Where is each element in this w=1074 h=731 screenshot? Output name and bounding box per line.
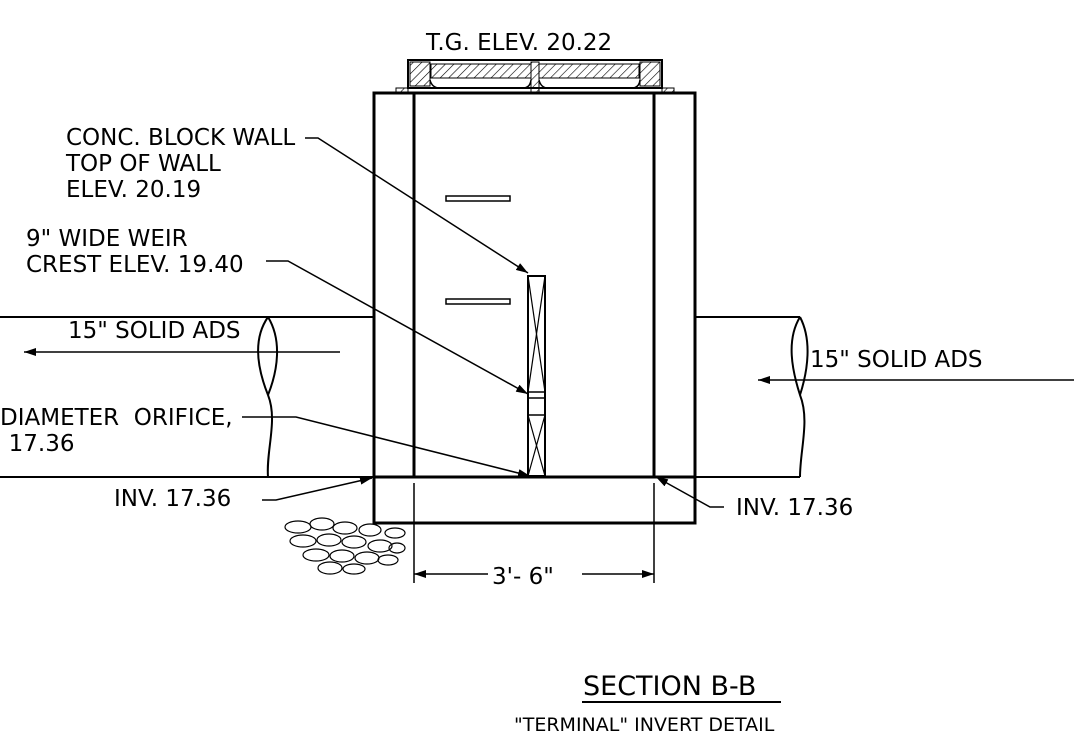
grate-frame <box>395 59 675 94</box>
step-rung-lower <box>445 298 511 305</box>
label-weir-width: 9" WIDE WEIR <box>26 226 188 252</box>
structure-walls <box>372 91 697 479</box>
label-conc-block-wall: CONC. BLOCK WALL <box>66 125 295 151</box>
label-pipe-right: 15" SOLID ADS <box>810 347 983 373</box>
leader-orifice <box>242 416 531 477</box>
leader-inv-right <box>655 476 724 508</box>
label-tg-elev: T.G. ELEV. 20.22 <box>425 30 612 56</box>
riprap-stones <box>284 517 406 575</box>
section-subtitle: "TERMINAL" INVERT DETAIL <box>514 714 775 731</box>
label-inv-left: INV. 17.36 <box>114 486 231 512</box>
leader-weir <box>266 260 529 395</box>
leader-lines <box>242 137 724 508</box>
base-slab <box>372 475 697 525</box>
label-orifice-elev: . 17.36 <box>0 431 74 457</box>
label-inv-right: INV. 17.36 <box>736 495 853 521</box>
section-title: SECTION B-B <box>583 671 756 702</box>
leader-inv-left <box>262 476 373 501</box>
label-dimension: 3'- 6" <box>492 564 554 590</box>
pipe-right <box>695 316 809 478</box>
label-wall-elev: ELEV. 20.19 <box>66 177 201 203</box>
step-rung-upper <box>445 195 511 202</box>
label-top-of-wall: TOP OF WALL <box>65 151 221 177</box>
pipe-left <box>0 316 374 478</box>
label-orifice: DIAMETER ORIFICE, <box>0 405 233 431</box>
leader-conc-block-wall <box>305 137 529 274</box>
dimension-3ft6in <box>413 483 655 583</box>
label-weir-crest: CREST ELEV. 19.40 <box>26 252 244 278</box>
label-pipe-left: 15" SOLID ADS <box>68 318 241 344</box>
weir-wall <box>527 275 546 477</box>
